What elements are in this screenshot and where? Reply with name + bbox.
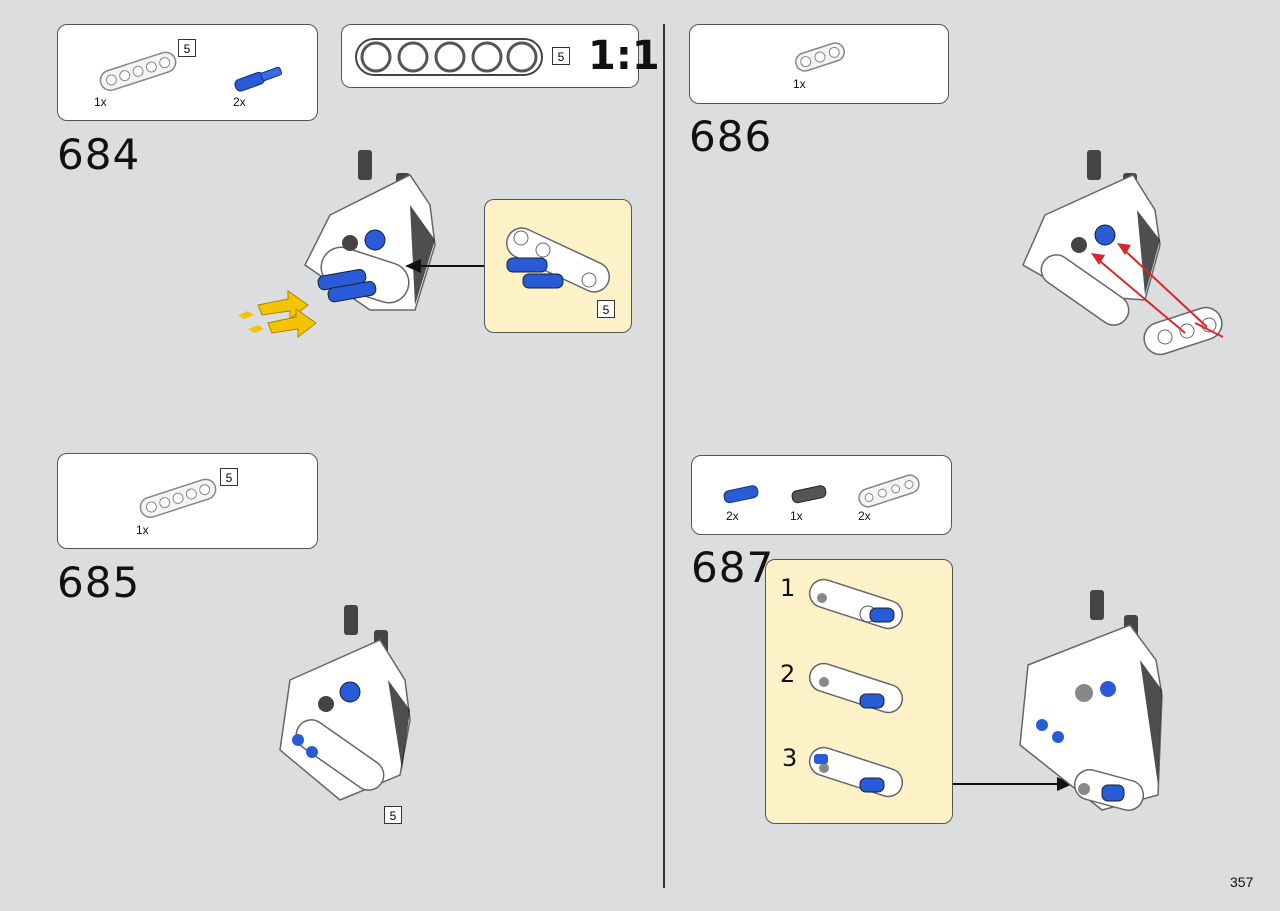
scale-ratio: 1:1 <box>588 33 660 79</box>
part-qty: 2x <box>858 509 871 523</box>
step-number-685: 685 <box>57 558 141 607</box>
step-684-parts-list: 5 1x 2x <box>57 24 318 121</box>
beam-length-badge: 5 <box>220 468 238 486</box>
part-qty: 1x <box>793 77 806 91</box>
substep-3-icon <box>808 746 904 798</box>
step-685-parts-list: 5 1x <box>57 453 318 549</box>
page-number: 357 <box>1230 874 1254 890</box>
part-qty: 2x <box>233 95 246 109</box>
beam-length-badge: 5 <box>178 39 196 57</box>
assembly-686-illustration <box>1022 150 1224 356</box>
black-pin-icon <box>791 485 827 504</box>
substep-number: 1 <box>780 574 796 602</box>
insert-arrows-icon <box>238 290 317 339</box>
part-qty: 2x <box>726 509 739 523</box>
sub-assembly-icon <box>505 227 611 293</box>
connector-arrow-icon <box>953 777 1073 791</box>
callout-length-badge: 5 <box>597 300 615 318</box>
assembly-684-illustration <box>304 150 436 311</box>
axle-pin-icon <box>234 66 282 92</box>
scale-beam-icon <box>355 38 543 76</box>
substep-number: 2 <box>780 660 796 688</box>
step-684-callout: 5 <box>484 199 632 333</box>
part-qty: 1x <box>136 523 149 537</box>
substep-number: 3 <box>782 744 798 772</box>
substep-2-icon <box>808 662 904 714</box>
step-number-684: 684 <box>57 130 141 179</box>
connector-arrow-icon <box>405 259 485 273</box>
beam-5-icon <box>139 478 217 519</box>
blue-pin-icon <box>723 485 759 504</box>
assembly-685-illustration <box>279 605 411 801</box>
step-number-686: 686 <box>689 112 773 161</box>
page-divider <box>663 24 665 888</box>
assembly-length-badge: 5 <box>384 806 402 824</box>
scale-length-badge: 5 <box>552 47 570 65</box>
part-qty: 1x <box>790 509 803 523</box>
step-687-callout: 1 2 3 <box>765 559 953 824</box>
step-number-687: 687 <box>691 543 775 592</box>
beam-3-icon <box>795 42 845 72</box>
substep-1-icon <box>808 578 904 630</box>
beam-5-icon <box>99 51 177 92</box>
scale-guide: 5 1:1 <box>341 24 660 88</box>
part-qty: 1x <box>94 95 107 109</box>
beam-icon <box>858 474 920 508</box>
step-687-parts-list: 2x 1x 2x <box>691 455 952 535</box>
assembly-687-illustration <box>1019 590 1163 811</box>
step-686-parts-list: 1x <box>689 24 949 104</box>
